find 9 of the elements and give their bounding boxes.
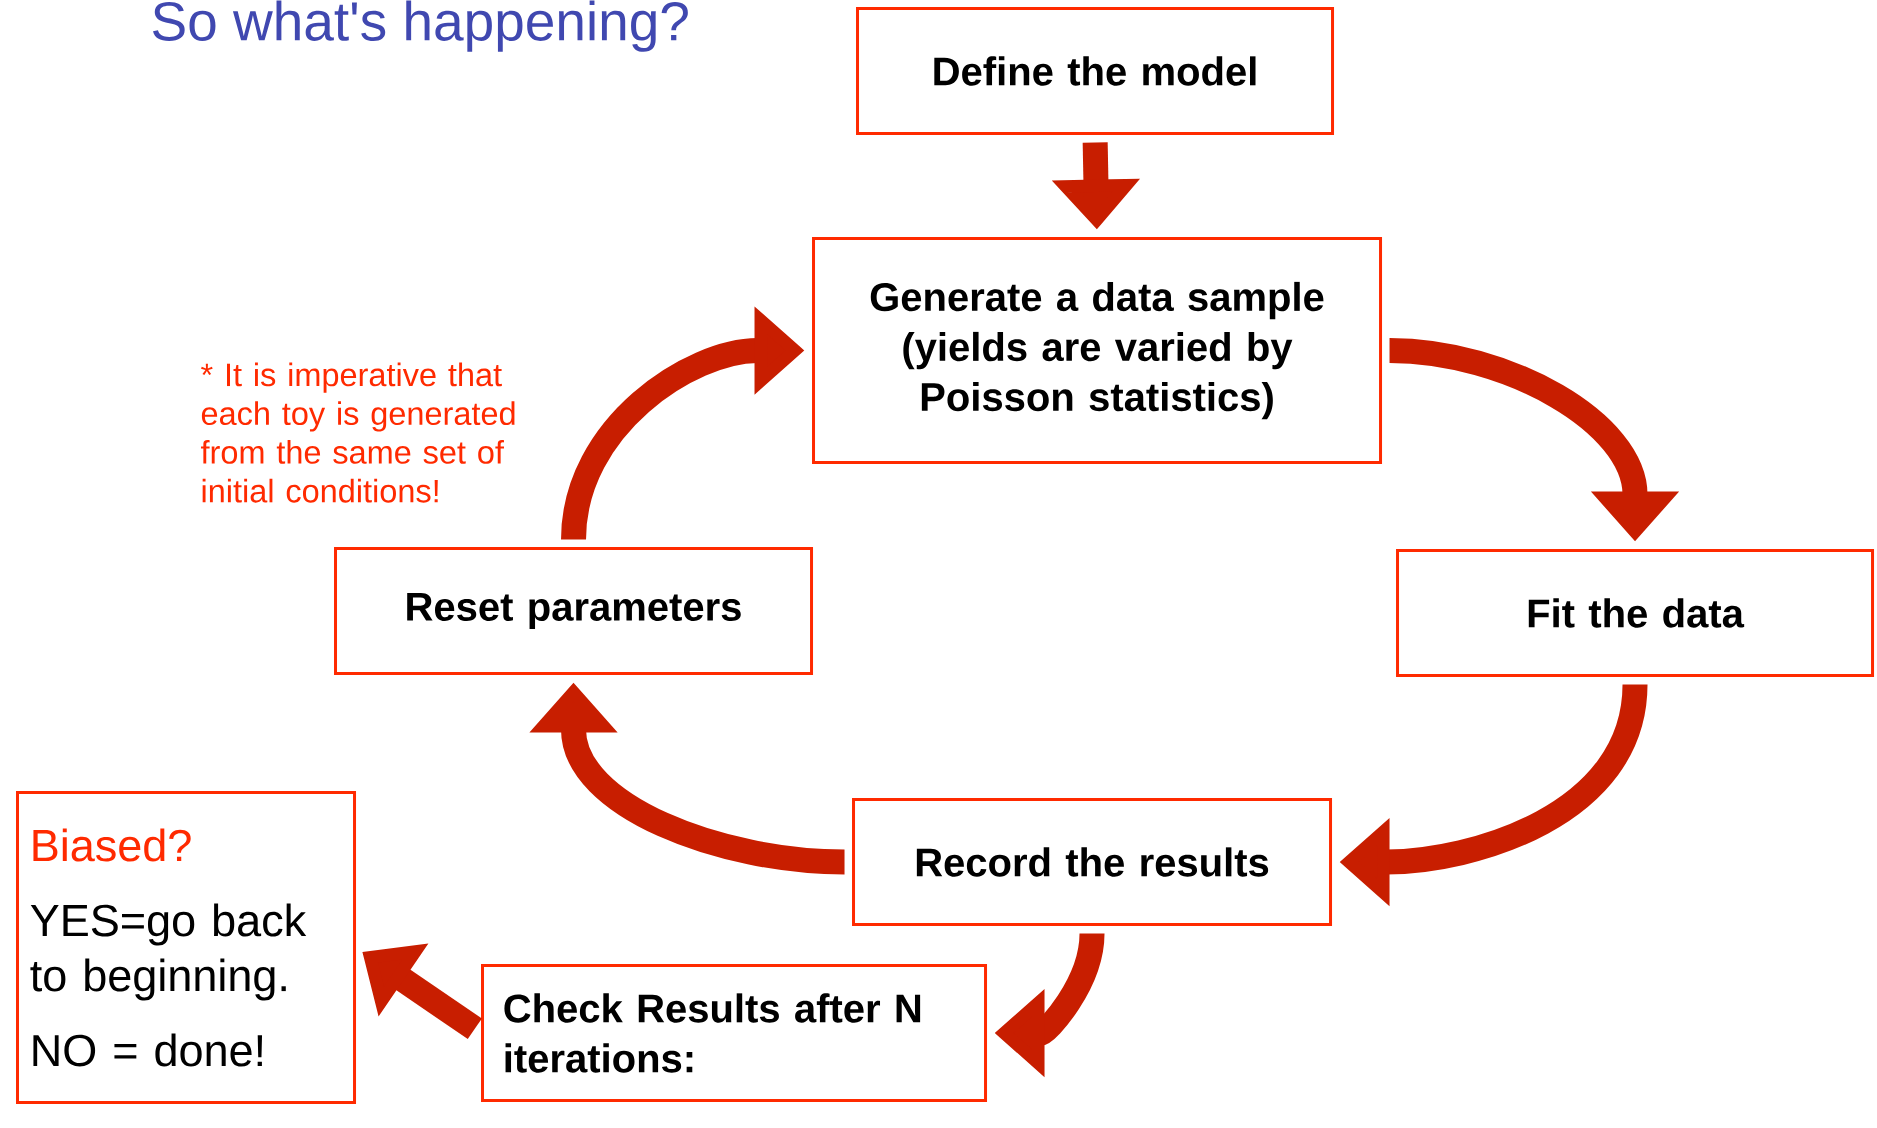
title: So what's happening? (153, 0, 688, 52)
note: * It is imperative that each toy is generated from the same set of initial conditions! (201, 362, 515, 503)
process-box: Check Results after N iterations: (481, 964, 988, 1102)
process-box: Define the model (856, 7, 1335, 135)
process-box: Record the results (852, 798, 1333, 926)
note-box: Biased? YES=go back to beginning. NO = done! (16, 791, 356, 1104)
process-box: Fit the data (1396, 549, 1875, 677)
process-box: Reset parameters (334, 547, 814, 675)
process-box: Generate a data sample (yields are varied by Poisson statistics) (812, 237, 1383, 464)
